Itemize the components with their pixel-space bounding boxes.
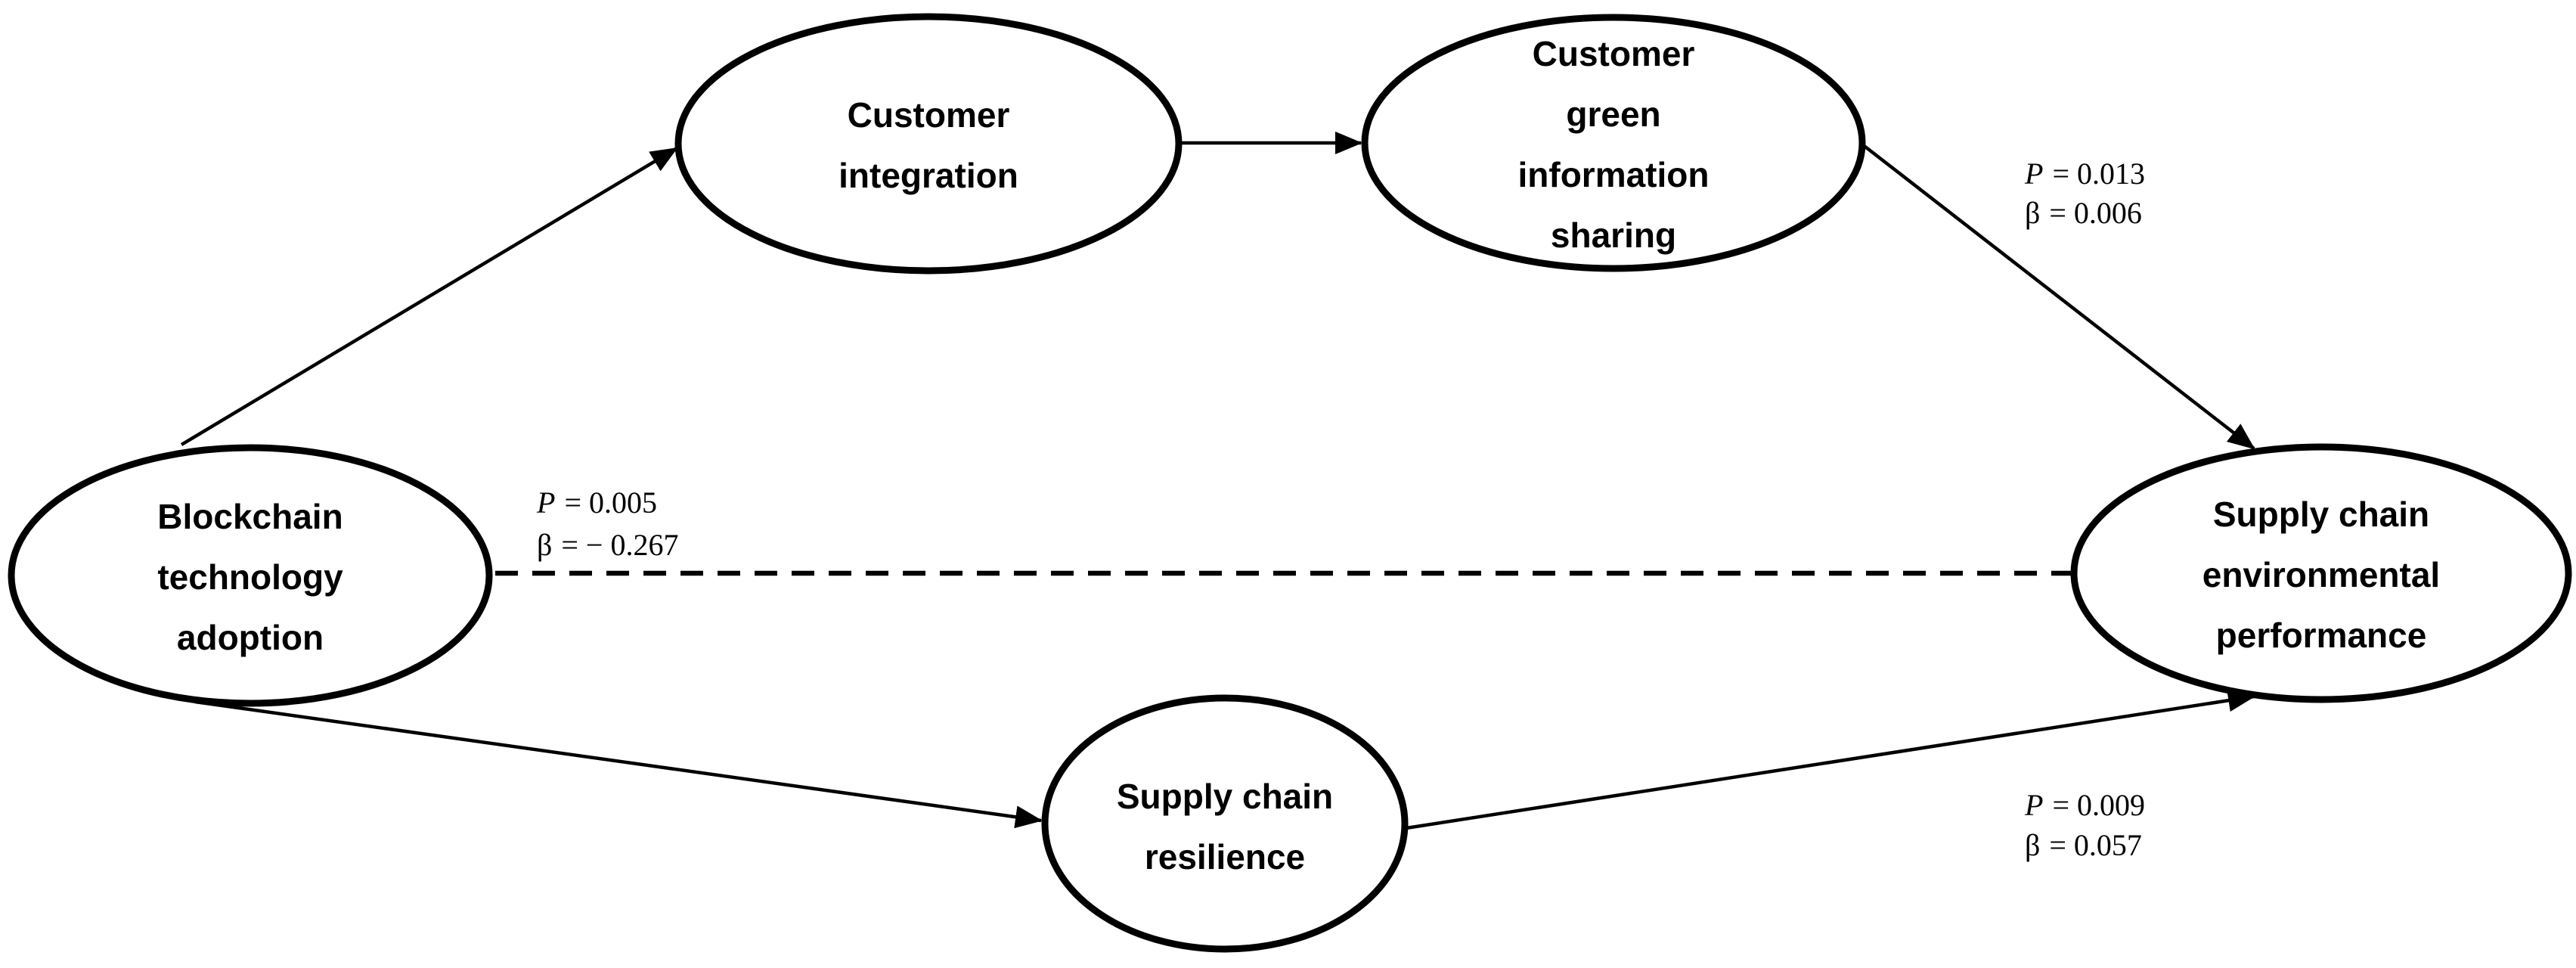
node-label-line: resilience	[1145, 837, 1305, 876]
node-customer-green-information-sharing: Customer green information sharing	[1361, 14, 1866, 272]
p-value-label: P= 0.005	[536, 486, 657, 520]
p-value-label: P= 0.013	[2024, 157, 2145, 191]
stat-label-cgis-to-scep: P= 0.013 β= 0.006	[2024, 157, 2145, 230]
node-label-line: integration	[839, 156, 1018, 195]
node-label-line: sharing	[1551, 216, 1676, 255]
node-blockchain-technology-adoption-ellipse	[8, 444, 493, 707]
node-supply-chain-resilience-ellipse	[1041, 694, 1409, 953]
node-label-line: green	[1566, 95, 1660, 134]
node-label-line: environmental	[2202, 555, 2440, 594]
edge-scr-to-scep	[1406, 689, 2255, 830]
stat-label-bta-to-scep: P= 0.005 β= − 0.267	[536, 486, 678, 562]
node-label-line: Supply chain	[2213, 495, 2429, 534]
beta-value-label: β= 0.057	[2025, 828, 2142, 862]
edge-bta-to-scr	[194, 700, 1043, 829]
node-label-line: performance	[2216, 616, 2427, 655]
node-label-line: Supply chain	[1117, 777, 1333, 816]
edge-cgis-to-scep	[1861, 143, 2255, 450]
beta-value-label: β= − 0.267	[537, 528, 678, 562]
node-label-line: information	[1518, 155, 1710, 194]
beta-value-label: β= 0.006	[2025, 196, 2142, 230]
node-customer-integration: Customer integration	[674, 13, 1183, 275]
node-customer-green-information-sharing-ellipse	[1361, 14, 1866, 272]
node-customer-integration-ellipse	[674, 13, 1183, 275]
edges	[180, 132, 2255, 830]
node-supply-chain-environmental-performance: Supply chain environmental performance	[2070, 443, 2572, 703]
node-supply-chain-resilience: Supply chain resilience	[1041, 694, 1409, 953]
edge-bta-to-customer-integration	[180, 147, 678, 446]
node-supply-chain-environmental-performance-ellipse	[2070, 443, 2572, 703]
node-label-line: Customer	[1533, 34, 1695, 73]
stat-label-scr-to-scep: P= 0.009 β= 0.057	[2024, 788, 2145, 862]
node-label-line: adoption	[177, 618, 324, 657]
node-label-line: Blockchain	[157, 497, 343, 536]
node-label-line: Customer	[848, 95, 1010, 135]
node-blockchain-technology-adoption: Blockchain technology adoption	[8, 444, 493, 707]
p-value-label: P= 0.009	[2024, 788, 2145, 822]
node-label-line: technology	[157, 557, 343, 597]
